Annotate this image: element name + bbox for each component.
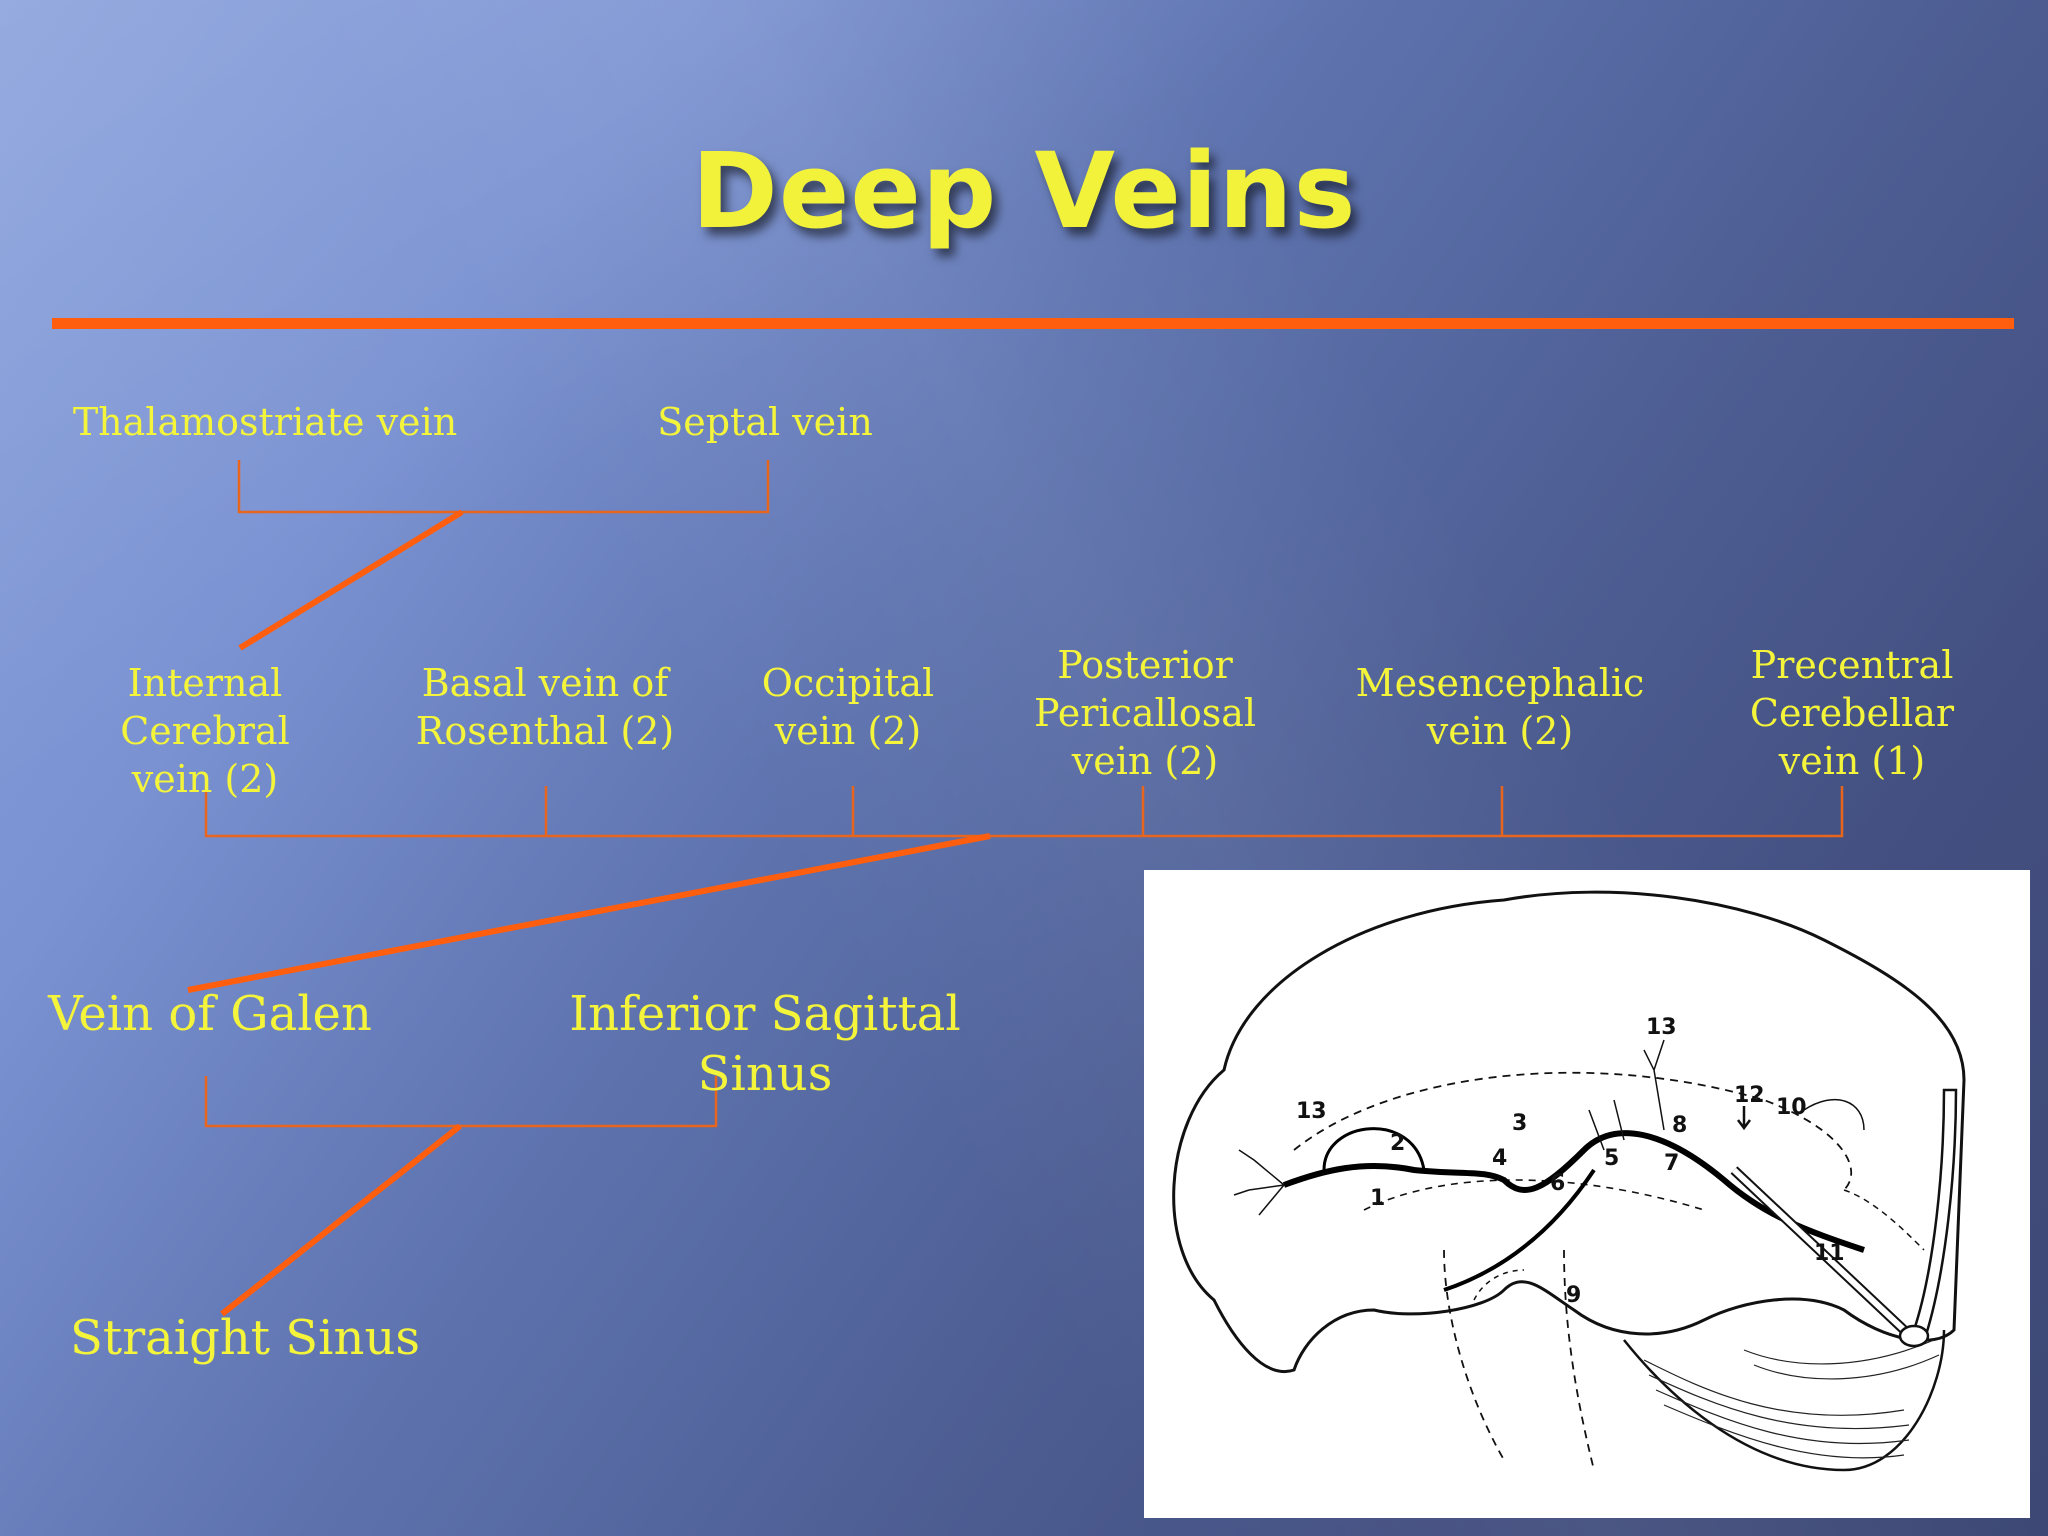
bracket-tier2 — [204, 786, 1844, 838]
link-tier1-to-internal-cerebral — [238, 509, 464, 651]
bracket-tier3 — [204, 1076, 718, 1128]
label-precentral-cerebellar-vein: Precentral Cerebellar vein (1) — [1749, 643, 1955, 783]
basal-vein-path — [1443, 1168, 1596, 1292]
cerebrum-outline — [1172, 890, 1966, 1373]
ventricle-dashed — [1363, 1179, 1705, 1211]
label-posterior-pericallosal-vein: Posterior Pericallosal vein (2) — [1033, 643, 1257, 783]
superior-sagittal-sinus — [1912, 1088, 1958, 1337]
cerebellum-outline — [1623, 1329, 1946, 1472]
illustration-number-3: 3 — [1512, 1111, 1527, 1136]
torcula — [1898, 1324, 1930, 1348]
illustration-number-10: 10 — [1776, 1095, 1807, 1120]
callosum-dashed — [1293, 1071, 1853, 1191]
label-vein-of-galen: Vein of Galen — [48, 986, 372, 1042]
label-internal-cerebral-vein: Internal Cerebral vein (2) — [120, 661, 290, 801]
label-thalamostriate-vein: Thalamostriate vein — [72, 400, 458, 444]
illustration-number-7: 7 — [1664, 1151, 1679, 1176]
illustration-number-4: 4 — [1492, 1146, 1507, 1171]
title-underline — [52, 318, 2014, 329]
brainstem-outline — [1443, 1249, 1595, 1471]
illustration-number-8: 8 — [1672, 1113, 1687, 1138]
tributary-veins — [1233, 1039, 1925, 1301]
cerebellum-folia — [1643, 1339, 1940, 1459]
link-tier3-to-straight-sinus — [220, 1123, 462, 1317]
label-occipital-vein: Occipital vein (2) — [761, 661, 935, 753]
label-septal-vein: Septal vein — [657, 400, 873, 444]
illustration-number-2: 2 — [1390, 1131, 1405, 1156]
thalamostriate-loop — [1322, 1127, 1426, 1171]
brain-vein-illustration: 1 2 3 4 5 6 7 8 9 10 11 12 13 13 — [1144, 870, 2030, 1518]
bracket-tier1 — [237, 460, 770, 514]
straight-sinus-inner — [1731, 1167, 1907, 1333]
illustration-number-5: 5 — [1604, 1146, 1619, 1171]
illustration-number-13-left: 13 — [1296, 1099, 1327, 1124]
internal-cerebral-vein-path — [1282, 1130, 1865, 1253]
label-straight-sinus: Straight Sinus — [70, 1310, 420, 1366]
label-inferior-sagittal-sinus: Inferior Sagittal Sinus — [569, 986, 961, 1102]
illustration-number-13-top: 13 — [1646, 1015, 1677, 1040]
slide-title: Deep Veins — [691, 130, 1357, 252]
arrow-12-icon — [1737, 1106, 1751, 1131]
illustration-number-6: 6 — [1550, 1171, 1565, 1196]
label-mesencephalic-vein: Mesencephalic vein (2) — [1355, 661, 1645, 753]
illustration-number-12: 12 — [1734, 1083, 1765, 1108]
link-tier2-to-galen — [187, 833, 991, 993]
illustration-number-11: 11 — [1814, 1241, 1845, 1266]
illustration-number-9: 9 — [1566, 1283, 1581, 1308]
label-basal-vein-of-rosenthal: Basal vein of Rosenthal (2) — [415, 661, 675, 753]
illustration-number-1: 1 — [1370, 1186, 1385, 1211]
